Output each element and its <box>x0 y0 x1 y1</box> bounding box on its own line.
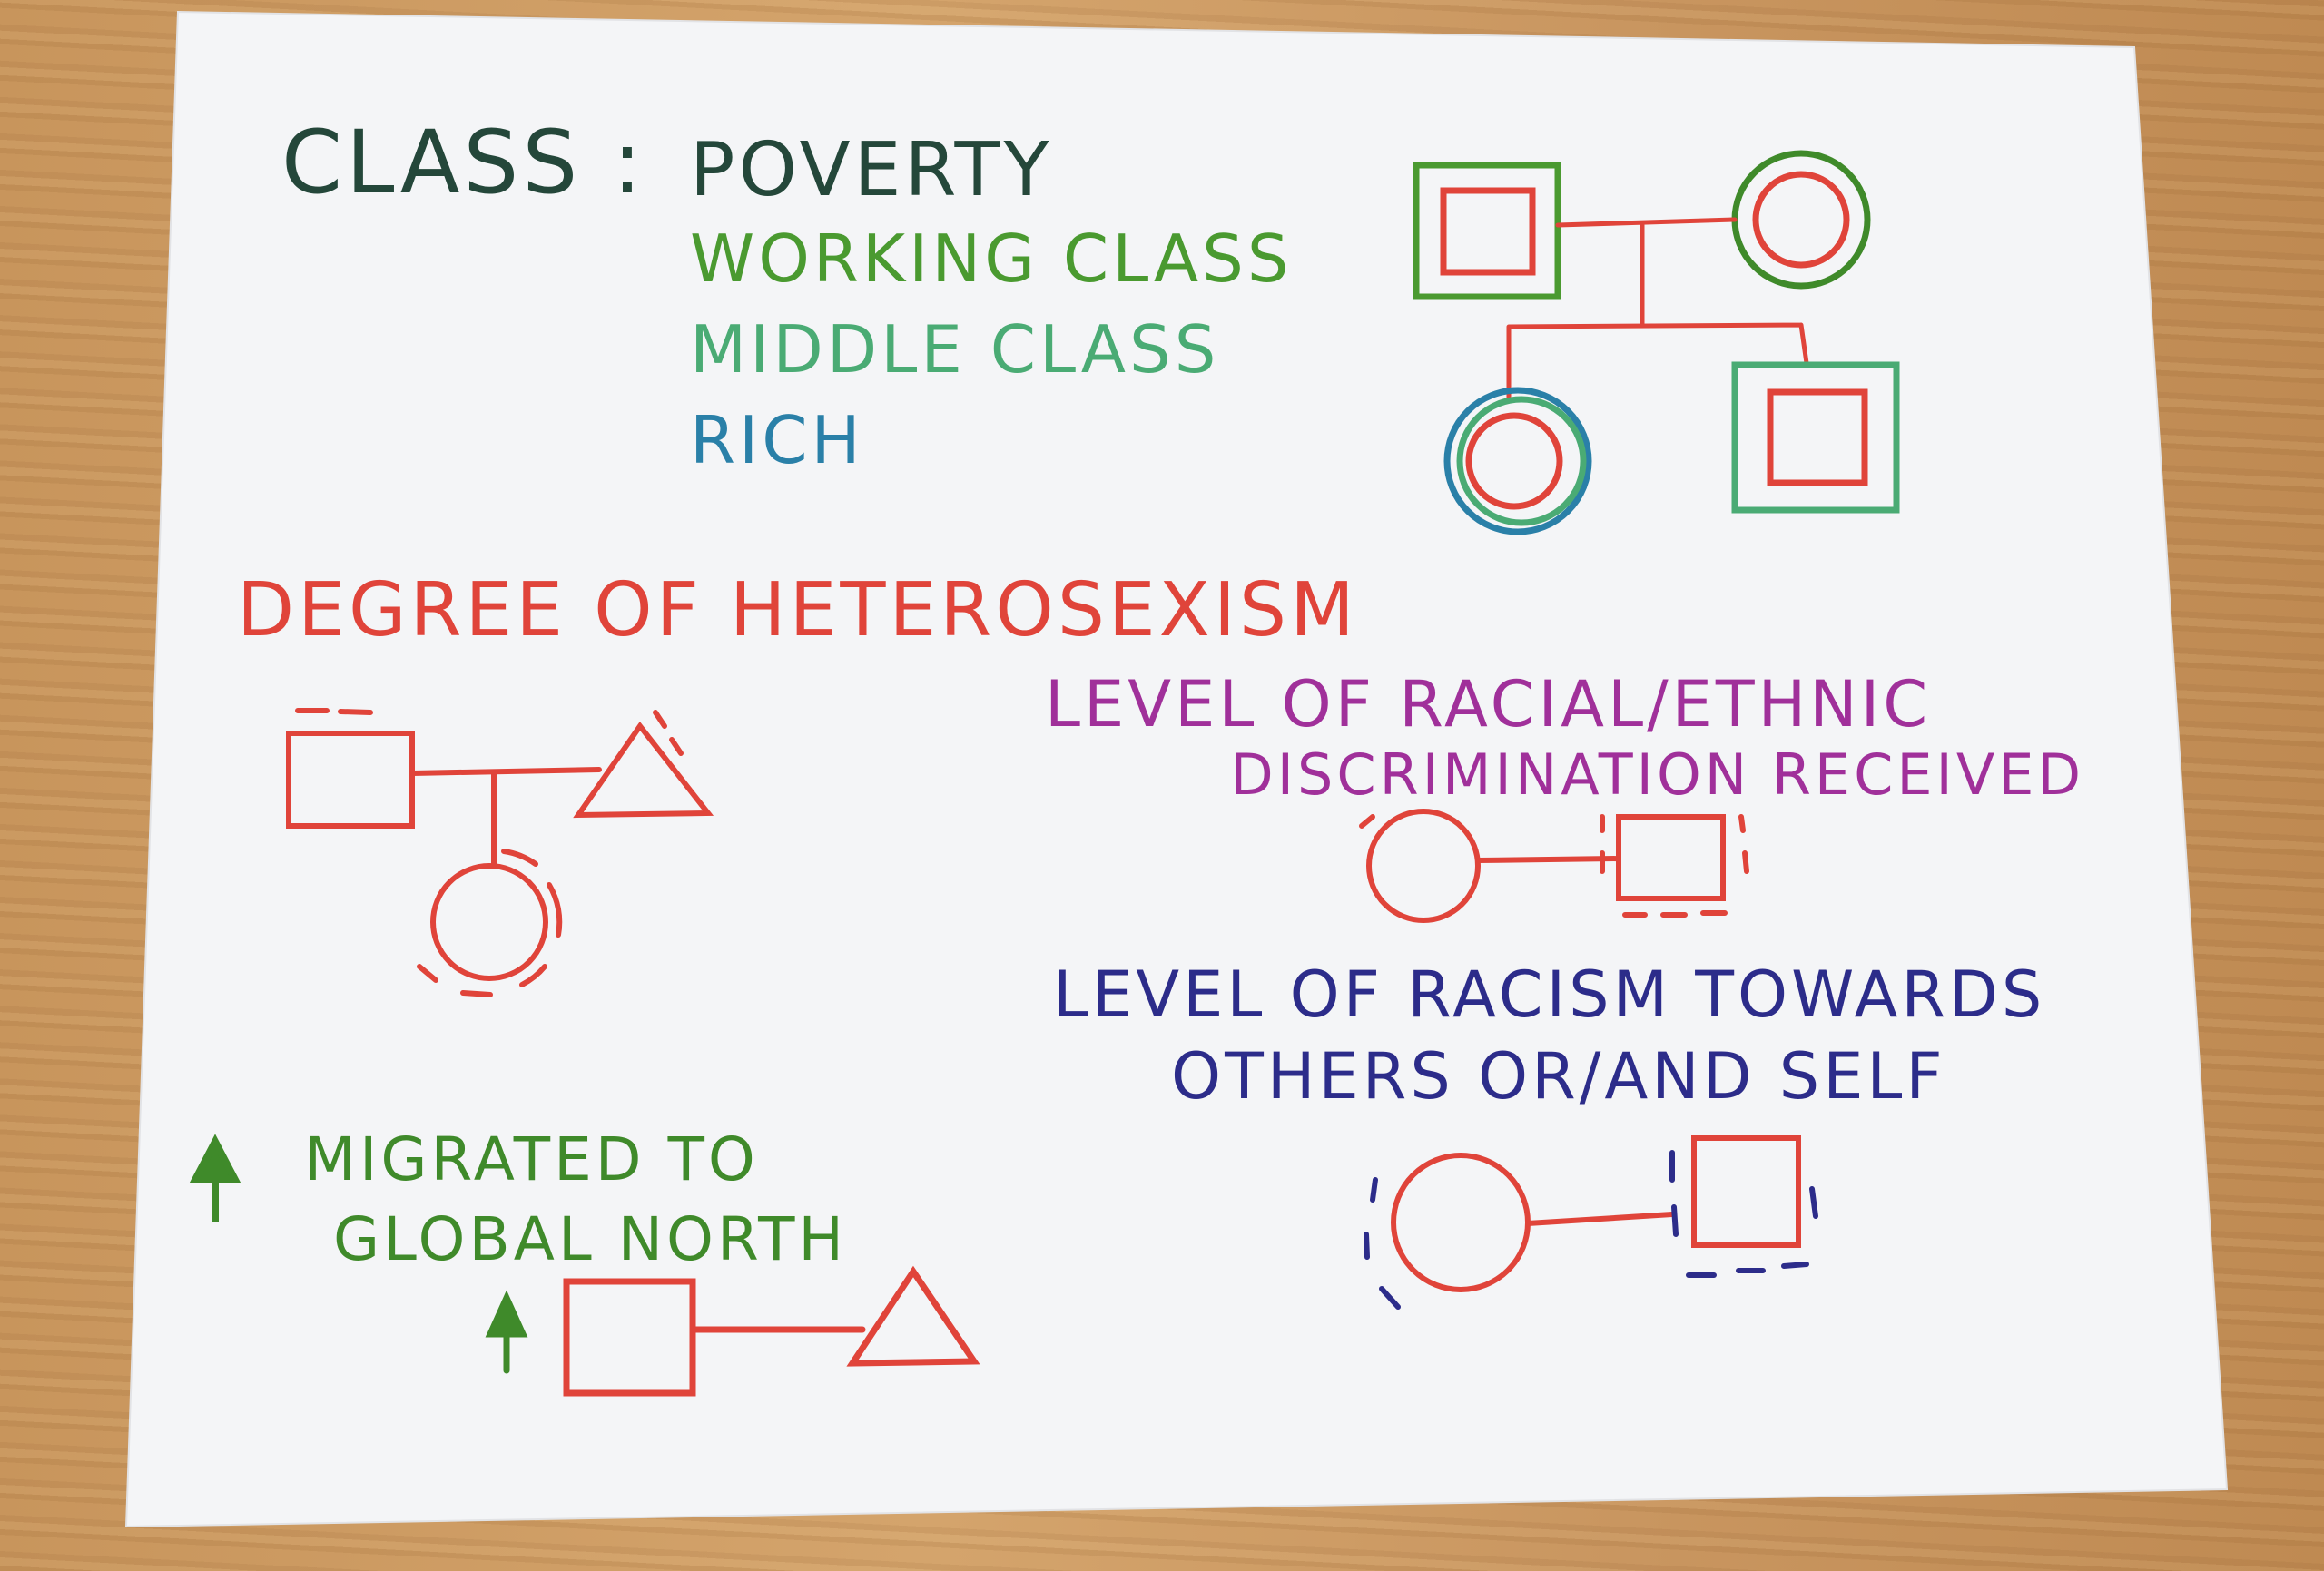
heterosexism-label: DEGREE OF HETEROSEXISM <box>237 567 1358 653</box>
up-arrow-icon <box>189 1134 241 1222</box>
class-heading: CLASS : <box>281 112 645 213</box>
father-square-outer <box>1413 162 1561 300</box>
triangle-symbol <box>846 1265 980 1367</box>
racial-discrimination-line2: DISCRIMINATION RECEIVED <box>1230 741 2084 808</box>
racism-text: LEVEL OF RACISM TOWARDS OTHERS OR/AND SE… <box>1053 957 2045 1114</box>
male-square <box>1691 1135 1801 1248</box>
triangle-symbol <box>573 721 714 819</box>
daughter-circle-mid <box>1456 396 1587 526</box>
migration-legend: MIGRATED TO GLOBAL NORTH <box>189 1124 847 1274</box>
female-dash <box>1359 814 1375 829</box>
mother-circle-inner <box>1752 171 1850 269</box>
class-genogram <box>1413 150 1900 535</box>
class-level-rich: RICH <box>690 402 864 478</box>
class-level-poverty: POVERTY <box>690 127 1053 213</box>
racism-line1: LEVEL OF RACISM TOWARDS <box>1053 957 2045 1032</box>
marriage-line <box>1506 217 1809 402</box>
square-dashes <box>1600 814 1749 918</box>
racism-line2: OTHERS OR/AND SELF <box>1171 1039 1946 1114</box>
racial-discrimination-genogram <box>1359 809 1749 923</box>
racial-discrimination-line1: LEVEL OF RACIAL/ETHNIC <box>1045 667 1931 741</box>
migration-line1: MIGRATED TO <box>304 1124 759 1194</box>
racial-discrimination-text: LEVEL OF RACIAL/ETHNIC DISCRIMINATION RE… <box>1045 667 2084 808</box>
son-square-outer <box>1731 361 1900 514</box>
up-arrow-icon <box>485 1290 528 1374</box>
female-circle <box>1366 809 1481 923</box>
male-square <box>563 1278 696 1397</box>
son-square-inner <box>1767 388 1868 486</box>
dashed-mark <box>295 708 373 715</box>
migration-line2: GLOBAL NORTH <box>333 1204 847 1274</box>
circle-dashes <box>1364 1177 1401 1310</box>
daughter-circle-outer <box>1443 387 1592 535</box>
male-square <box>286 731 415 829</box>
male-square <box>1616 814 1726 901</box>
union-line <box>409 767 602 869</box>
racism-genogram <box>1364 1135 1818 1310</box>
daughter-circle-inner <box>1465 412 1563 510</box>
couple-line <box>1525 1212 1675 1226</box>
square-dashes <box>1669 1150 1818 1278</box>
paper-sheet <box>124 10 2229 1528</box>
child-circle <box>430 863 548 981</box>
class-level-middle: MIDDLE CLASS <box>690 311 1219 388</box>
heterosexism-genogram <box>286 708 714 997</box>
class-level-working: WORKING CLASS <box>690 221 1293 297</box>
couple-line <box>1475 856 1621 863</box>
migration-genogram <box>485 1265 980 1397</box>
class-legend: CLASS : POVERTY WORKING CLASS MIDDLE CLA… <box>281 112 1293 478</box>
child-dashes <box>417 849 563 997</box>
father-square-inner <box>1440 187 1536 276</box>
triangle-dashes <box>653 710 684 756</box>
